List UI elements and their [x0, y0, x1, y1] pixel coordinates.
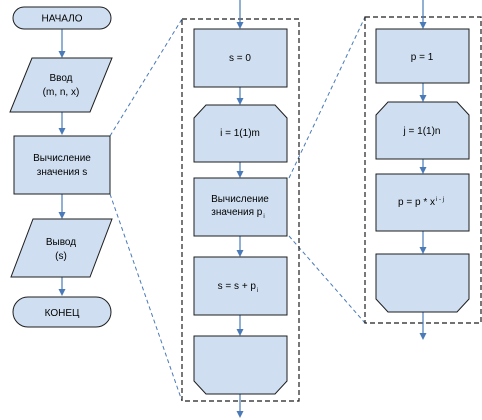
p-loop-end-block: [375, 253, 470, 313]
arrow-head: [236, 411, 244, 418]
zoom-line-p-bottom: [288, 235, 366, 324]
p-loop-end-hexagon: [375, 253, 470, 313]
p-multiply-text: p = p * x: [398, 197, 435, 208]
s-loop-start-label: i = 1(1)m: [220, 128, 260, 139]
output-label-line1: Вывод: [46, 237, 76, 248]
end-label: КОНЕЦ: [45, 308, 80, 319]
zoom-line-s-bottom: [109, 193, 183, 402]
s-init-rect: [193, 28, 288, 88]
end-terminal: КОНЕЦ: [12, 296, 112, 328]
s-accumulate-subscript: i: [257, 288, 258, 294]
s-loop-end-block: [193, 335, 288, 395]
p-loop-start-label: j = 1(1)n: [403, 126, 441, 137]
s-accumulate-label: s = s + pi: [218, 281, 259, 294]
p-loop-start-hexagon: [375, 101, 470, 160]
compute-s-line2: значения s: [37, 167, 88, 178]
p-init-rect: [375, 28, 470, 84]
output-block: Вывод (s): [10, 218, 113, 278]
s-compute-p-rect: [193, 177, 288, 237]
start-terminal: НАЧАЛО: [12, 6, 112, 30]
s-compute-p-line2-text: значения p: [211, 207, 263, 218]
compute-s-block: Вычисление значения s: [13, 135, 111, 195]
input-block: Ввод (m, n, x): [9, 57, 113, 113]
input-label-line1: Ввод: [49, 73, 72, 84]
arrow-head: [58, 212, 66, 219]
arrow-head: [236, 22, 244, 29]
arrow-head: [58, 51, 66, 58]
arrow-head: [419, 95, 427, 102]
s-accumulate-text: s = s + p: [218, 281, 257, 292]
s-accumulate-block: s = s + pi: [193, 256, 288, 316]
start-label: НАЧАЛО: [41, 14, 82, 25]
s-compute-p-line1: Вычисление: [211, 194, 269, 205]
zoom-line-p-top: [288, 16, 366, 179]
p-multiply-block: p = p * xi - j: [375, 173, 470, 232]
end-terminal-shape: [12, 296, 112, 328]
arrow-head: [58, 128, 66, 135]
s-loop-end-hexagon: [193, 335, 288, 395]
arrow-head: [236, 329, 244, 336]
compute-s-line1: Вычисление: [33, 153, 91, 164]
s-compute-p-block: Вычисление значения pi: [193, 177, 288, 237]
arrow-head: [419, 167, 427, 174]
s-accumulate-rect: [193, 256, 288, 316]
p-init-block: p = 1: [375, 28, 470, 84]
compute-s-rect: [13, 135, 111, 195]
arrow-head: [419, 22, 427, 29]
p-multiply-label: p = p * xi - j: [398, 197, 444, 208]
p-multiply-rect: [375, 173, 470, 232]
s-loop-start-block: i = 1(1)m: [193, 104, 288, 163]
s-init-label: s = 0: [229, 53, 251, 64]
arrow-head: [58, 289, 66, 296]
arrow-head: [419, 247, 427, 254]
start-terminal-shape: [12, 6, 112, 30]
arrow-head: [236, 98, 244, 105]
p-init-label: p = 1: [411, 52, 434, 63]
input-parallelogram: [9, 57, 113, 113]
s-init-block: s = 0: [193, 28, 288, 88]
s-compute-p-line2: значения pi: [211, 207, 264, 220]
arrow-head: [236, 250, 244, 257]
zoom-line-s-top: [109, 18, 183, 137]
arrow-head: [419, 333, 427, 340]
output-label-line2: (s): [55, 251, 67, 262]
p-loop-start-block: j = 1(1)n: [375, 101, 470, 160]
output-parallelogram: [10, 218, 113, 278]
input-label-line2: (m, n, x): [43, 87, 80, 98]
s-loop-start-hexagon: [193, 104, 288, 163]
p-multiply-superscript: i - j: [436, 197, 444, 203]
arrow-head: [236, 171, 244, 178]
s-compute-p-subscript: i: [263, 214, 264, 220]
